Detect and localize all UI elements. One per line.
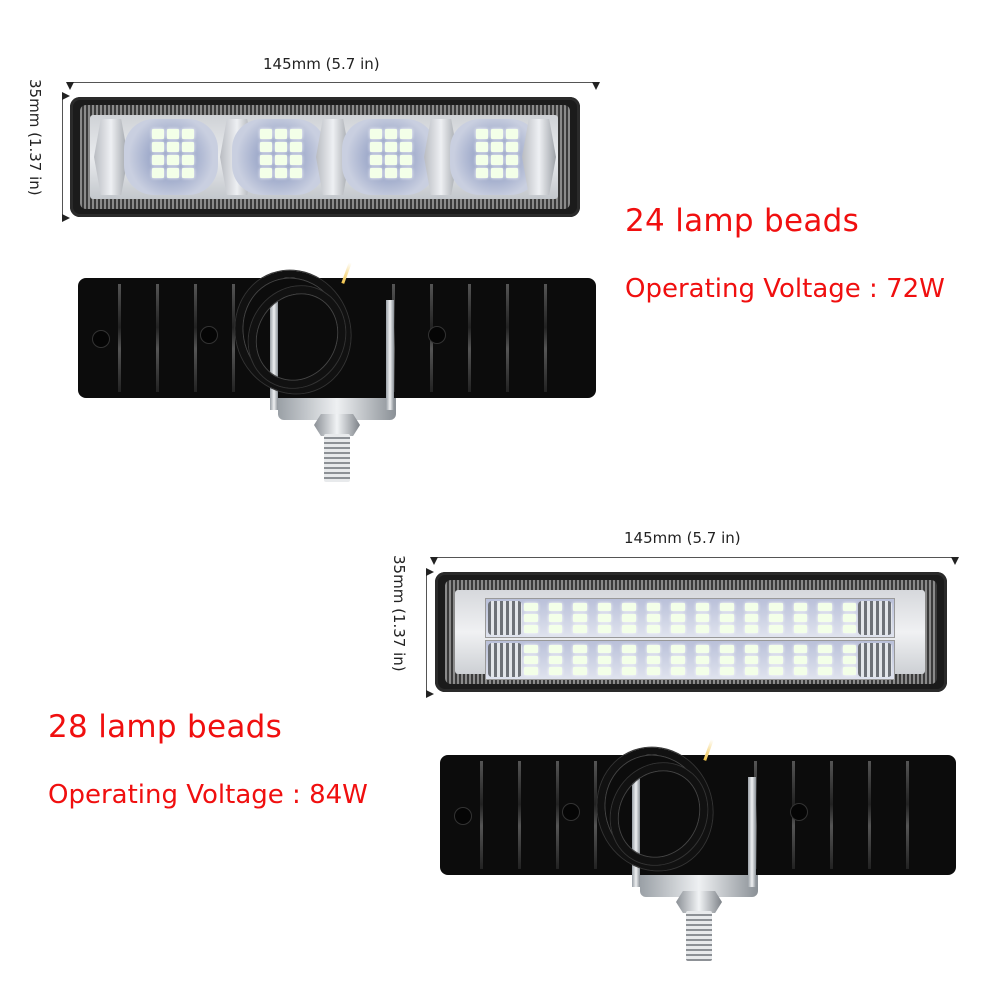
lamp-back-view-top (78, 278, 596, 398)
arrow-down-icon (430, 557, 438, 565)
lamp-back-view-bottom (440, 755, 956, 875)
bracket-arm (386, 300, 394, 410)
bottom-height-line (426, 572, 427, 694)
arrow-down-icon (592, 82, 600, 90)
bracket-arm (632, 777, 640, 887)
bottom-width-dimension: 145mm (5.7 in) (624, 529, 741, 547)
lamp-front-view-24 (70, 97, 580, 217)
arrow-down-icon (951, 557, 959, 565)
mount-bolt (324, 434, 350, 482)
top-height-dimension: 35mm (1.37 in) (26, 79, 44, 196)
arrow-right-icon (426, 690, 434, 698)
mount-bracket (640, 875, 758, 897)
bottom-width-line (433, 557, 955, 558)
top-width-line (70, 82, 596, 83)
bracket-arm (270, 300, 278, 410)
bottom-voltage-label: Operating Voltage : 84W (48, 780, 368, 810)
hex-nut (314, 414, 360, 436)
top-lamp-beads-label: 24 lamp beads (625, 203, 860, 239)
lamp-front-view-28 (435, 572, 947, 692)
mount-bolt (686, 911, 712, 961)
bracket-arm (748, 777, 756, 887)
top-voltage-label: Operating Voltage : 72W (625, 274, 945, 304)
bottom-height-dimension: 35mm (1.37 in) (390, 555, 408, 672)
bottom-lamp-beads-label: 28 lamp beads (48, 709, 283, 745)
arrow-right-icon (426, 568, 434, 576)
arrow-down-icon (66, 82, 74, 90)
arrow-right-icon (62, 92, 70, 100)
mount-bracket (278, 398, 396, 420)
top-width-dimension: 145mm (5.7 in) (263, 55, 380, 73)
hex-nut (676, 891, 722, 913)
arrow-right-icon (62, 214, 70, 222)
top-height-line (62, 96, 63, 218)
